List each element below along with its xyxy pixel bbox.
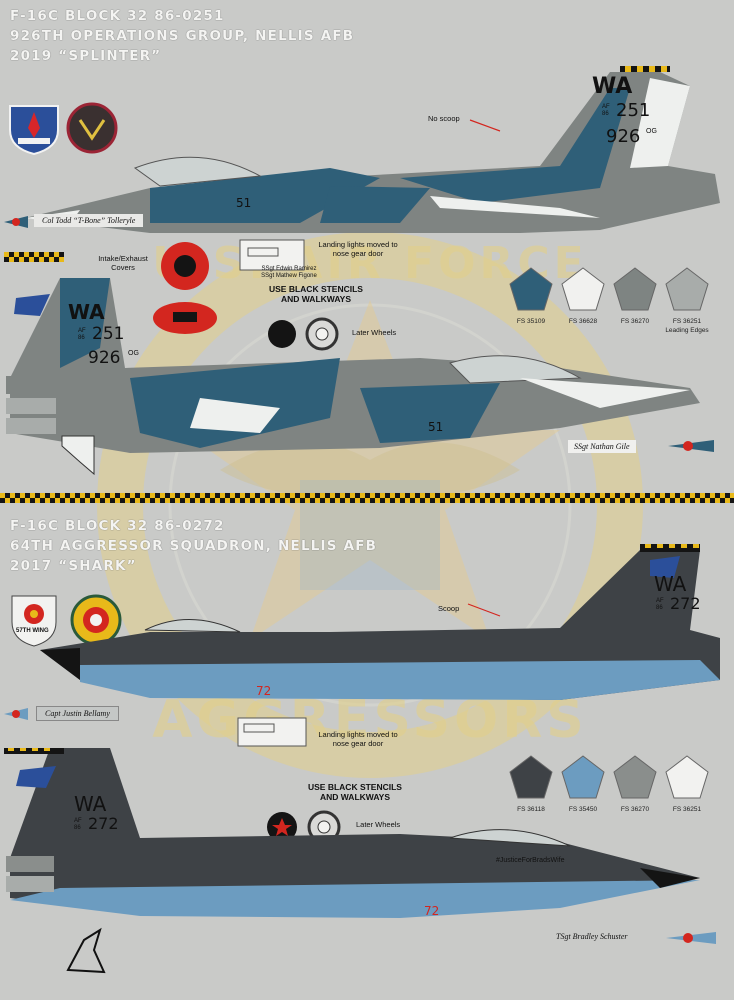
sheet1-nevada-outline bbox=[61, 435, 95, 476]
swatch-label-7: FS 36270 bbox=[620, 806, 650, 813]
sheet2-landing-light-diagram bbox=[237, 717, 307, 747]
swatch-pentagon-5 bbox=[509, 755, 553, 799]
sheet1-pilot-name: Col Todd “T-Bone” Tolleryle bbox=[34, 214, 144, 227]
swatch-pentagon-4 bbox=[665, 267, 709, 311]
sheet1-opposite-tail-number: 926 bbox=[88, 348, 121, 368]
swatch-pentagon-2 bbox=[561, 267, 605, 311]
sheet2-wheel-decals bbox=[267, 810, 341, 844]
sheet2-roadrunner-emblem bbox=[66, 927, 106, 974]
sheet2-title-line1: F-16C BLOCK 32 86-0272 bbox=[10, 518, 225, 534]
sheet1-stencils-note: USE BLACK STENCILS AND WALKWAYS bbox=[269, 284, 363, 304]
sheet2-scoop-note: Scoop bbox=[438, 604, 460, 613]
sheet2-jet-side-view bbox=[40, 544, 720, 700]
swatch-label-8: FS 36251 bbox=[672, 806, 702, 813]
sheet1-landing-lights-note: Landing lights moved to nose gear door bbox=[318, 240, 398, 258]
sheet2-title-line2: 64TH AGGRESSOR SQUADRON, NELLIS AFB bbox=[10, 538, 378, 554]
sheet1-tail-number-suffix: OG bbox=[646, 128, 657, 135]
swatch-pentagon-1 bbox=[509, 267, 553, 311]
sheet1-tail-number: 926 bbox=[606, 126, 641, 147]
sheet-divider-checker-band bbox=[0, 493, 734, 503]
sheet2-landing-lights-note: Landing lights moved to nose gear door bbox=[318, 730, 398, 748]
sheet1-jet-opposite-view bbox=[6, 278, 700, 453]
swatch-pentagon-8 bbox=[665, 755, 709, 799]
sheet1-jet-side-view bbox=[25, 66, 720, 233]
sheet1-crew-name: SSgt Nathan Gile bbox=[568, 440, 636, 453]
sheet1-serial-prefix: AF 86 bbox=[602, 104, 610, 117]
sheet1-pilot-star-icon bbox=[4, 216, 28, 228]
sheet1-landing-light-diagram bbox=[239, 239, 305, 271]
sheet1-opposite-serial-prefix: AF 86 bbox=[78, 328, 86, 341]
swatch-label-2: FS 36628 bbox=[568, 318, 598, 325]
swatch-pentagon-7 bbox=[613, 755, 657, 799]
sheet2-stencils-note: USE BLACK STENCILS AND WALKWAYS bbox=[308, 782, 402, 802]
sheet1-opposite-nose-number: 51 bbox=[428, 420, 444, 434]
sheet2-hashtag: #JusticeForBradsWife bbox=[496, 857, 565, 864]
sheet1-title-line1: F-16C BLOCK 32 86-0251 bbox=[10, 8, 225, 24]
sheet2-title-line3: 2017 “SHARK” bbox=[10, 558, 137, 574]
sheet1-wheel-decals bbox=[268, 317, 339, 351]
sheet1-opposite-tail-code: WA bbox=[68, 300, 105, 324]
watermark-upper-text: U.S. AIR FORCE bbox=[152, 238, 588, 289]
sheet1-color-swatches: FS 35109 FS 36628 FS 36270 FS 36251 Lead… bbox=[500, 266, 730, 346]
sheet1-crew-star-icon bbox=[668, 440, 714, 452]
sheet1-title-line3: 2019 “SPLINTER” bbox=[10, 48, 162, 64]
sheet1-nose-number: 51 bbox=[236, 196, 252, 210]
sheet2-pilot-name: Capt Justin Bellamy bbox=[36, 706, 119, 721]
sheet2-jet-opposite-view bbox=[4, 748, 700, 918]
sheet2-opposite-nose-number: 72 bbox=[424, 904, 440, 918]
sheet2-tail-code: WA bbox=[654, 572, 687, 596]
sheet1-serial: 251 bbox=[616, 100, 651, 121]
sheet2-crew-star-icon bbox=[666, 932, 716, 944]
sheet1-checker-strip bbox=[4, 252, 64, 262]
sheet2-unit-badges bbox=[11, 594, 122, 647]
swatch-label-5: FS 36118 bbox=[517, 806, 545, 813]
sheet1-crew-chiefs: SSgt Edwin Ramirez SSgt Mathew Figone bbox=[261, 266, 317, 279]
swatch-sublabel-4: Leading Edges bbox=[665, 327, 709, 334]
sheet2-pilot-star-icon bbox=[4, 708, 28, 720]
sheet2-color-swatches: FS 36118 FS 35450 FS 36270 FS 36251 bbox=[500, 754, 730, 824]
sheet2-opposite-tail-code: WA bbox=[74, 792, 107, 816]
sheet2-later-wheels-label: Later Wheels bbox=[356, 820, 401, 829]
watermark-lower-text: AGGRESSORS bbox=[152, 690, 588, 750]
sheet1-title-line2: 926TH OPERATIONS GROUP, NELLIS AFB bbox=[10, 28, 355, 44]
sheet2-wing-badge-text: 57TH WING bbox=[16, 628, 49, 634]
swatch-label-4: FS 36251 bbox=[672, 318, 702, 325]
sheet1-no-scoop-note: No scoop bbox=[428, 114, 460, 123]
sheet2-serial-prefix: AF 86 bbox=[656, 598, 664, 611]
swatch-label-6: FS 35450 bbox=[568, 806, 598, 813]
swatch-label-3: FS 36270 bbox=[620, 318, 650, 325]
sheet2-opposite-serial-prefix: AF 86 bbox=[74, 818, 82, 831]
sheet1-later-wheels-label: Later Wheels bbox=[352, 328, 397, 337]
sheet2-nose-number: 72 bbox=[256, 684, 272, 698]
sheet1-tail-code: WA bbox=[592, 74, 633, 99]
sheet1-unit-badges bbox=[9, 102, 118, 156]
sheet2-serial: 272 bbox=[670, 594, 701, 613]
sheet1-intake-covers bbox=[153, 242, 217, 334]
sheet2-crew-name: TSgt Bradley Schuster bbox=[556, 932, 628, 941]
sheet1-opposite-tail-suffix: OG bbox=[128, 350, 139, 357]
swatch-label-1: FS 35109 bbox=[516, 318, 546, 325]
sheet1-intake-covers-label: Intake/Exhaust Covers bbox=[98, 254, 148, 272]
sheet1-opposite-serial: 251 bbox=[92, 324, 125, 344]
sheet2-opposite-serial: 272 bbox=[88, 814, 119, 833]
swatch-pentagon-6 bbox=[561, 755, 605, 799]
swatch-pentagon-3 bbox=[613, 267, 657, 311]
